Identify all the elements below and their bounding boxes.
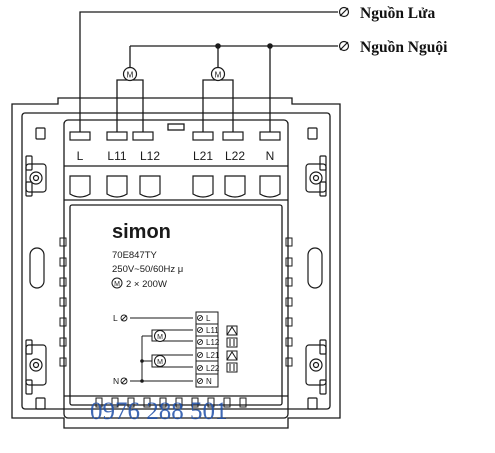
motor-2-icon: M <box>210 66 226 82</box>
mounting-slots <box>25 127 327 410</box>
junction-dot <box>140 359 144 363</box>
motor-1-icon: M <box>122 66 138 82</box>
junction-dot <box>140 379 144 383</box>
terminal-label: N <box>266 149 275 163</box>
svg-text:M: M <box>114 281 120 288</box>
direction-up-icon <box>226 325 238 361</box>
junction-dot <box>215 43 221 49</box>
svg-text:N: N <box>113 376 119 386</box>
terminal-label: L22 <box>225 149 245 163</box>
module-clips <box>59 237 293 367</box>
neutral-supply-label: Nguồn Nguội <box>360 39 448 56</box>
schematic-right-labels: L L11 L12 L21 L22 N <box>206 314 220 386</box>
brand-logo: simon <box>112 221 171 243</box>
terminal-label: L11 <box>107 149 126 163</box>
svg-text:M: M <box>127 71 134 80</box>
svg-text:L12: L12 <box>206 338 220 347</box>
model-number: 70E847TY <box>112 250 158 261</box>
screw-icon <box>25 163 327 386</box>
load-spec: M 2 × 200W <box>111 277 167 290</box>
terminal-marker-icon <box>196 314 203 384</box>
live-terminal-icon <box>338 6 350 18</box>
svg-text:L21: L21 <box>206 351 220 360</box>
svg-text:2 × 200W: 2 × 200W <box>126 279 167 290</box>
direction-down-icon <box>226 337 238 373</box>
junction-dot <box>267 43 273 49</box>
rating-text: 250V~50/60Hz μ <box>112 264 183 275</box>
bottom-pins <box>95 397 247 408</box>
phone-watermark: 0976 288 501 <box>90 398 228 425</box>
terminal-label: L21 <box>193 149 213 163</box>
svg-text:L: L <box>206 314 211 323</box>
neutral-terminal-icon <box>338 40 350 52</box>
terminal-label: L12 <box>140 149 160 163</box>
svg-text:M: M <box>157 334 163 341</box>
schematic-motor-2-icon: M <box>154 355 166 367</box>
schematic-motor-1-icon: M <box>154 330 166 342</box>
svg-text:L22: L22 <box>206 364 220 373</box>
svg-text:N: N <box>206 377 212 386</box>
device-frame <box>11 97 341 429</box>
svg-text:M: M <box>157 359 163 366</box>
supply-wiring <box>79 11 338 133</box>
terminal-sockets <box>69 175 281 198</box>
svg-text:L: L <box>113 313 118 323</box>
terminal-label: L <box>77 149 84 163</box>
schematic-left-labels: L N <box>113 313 119 386</box>
terminal-marker-icon <box>120 314 128 385</box>
live-supply-label: Nguồn Lửa <box>360 5 435 22</box>
terminal-labels: L L11 L12 L21 L22 N <box>77 149 275 163</box>
svg-text:L11: L11 <box>206 326 219 335</box>
terminal-heads <box>69 131 281 141</box>
inner-schematic <box>130 311 219 388</box>
svg-text:M: M <box>215 71 222 80</box>
